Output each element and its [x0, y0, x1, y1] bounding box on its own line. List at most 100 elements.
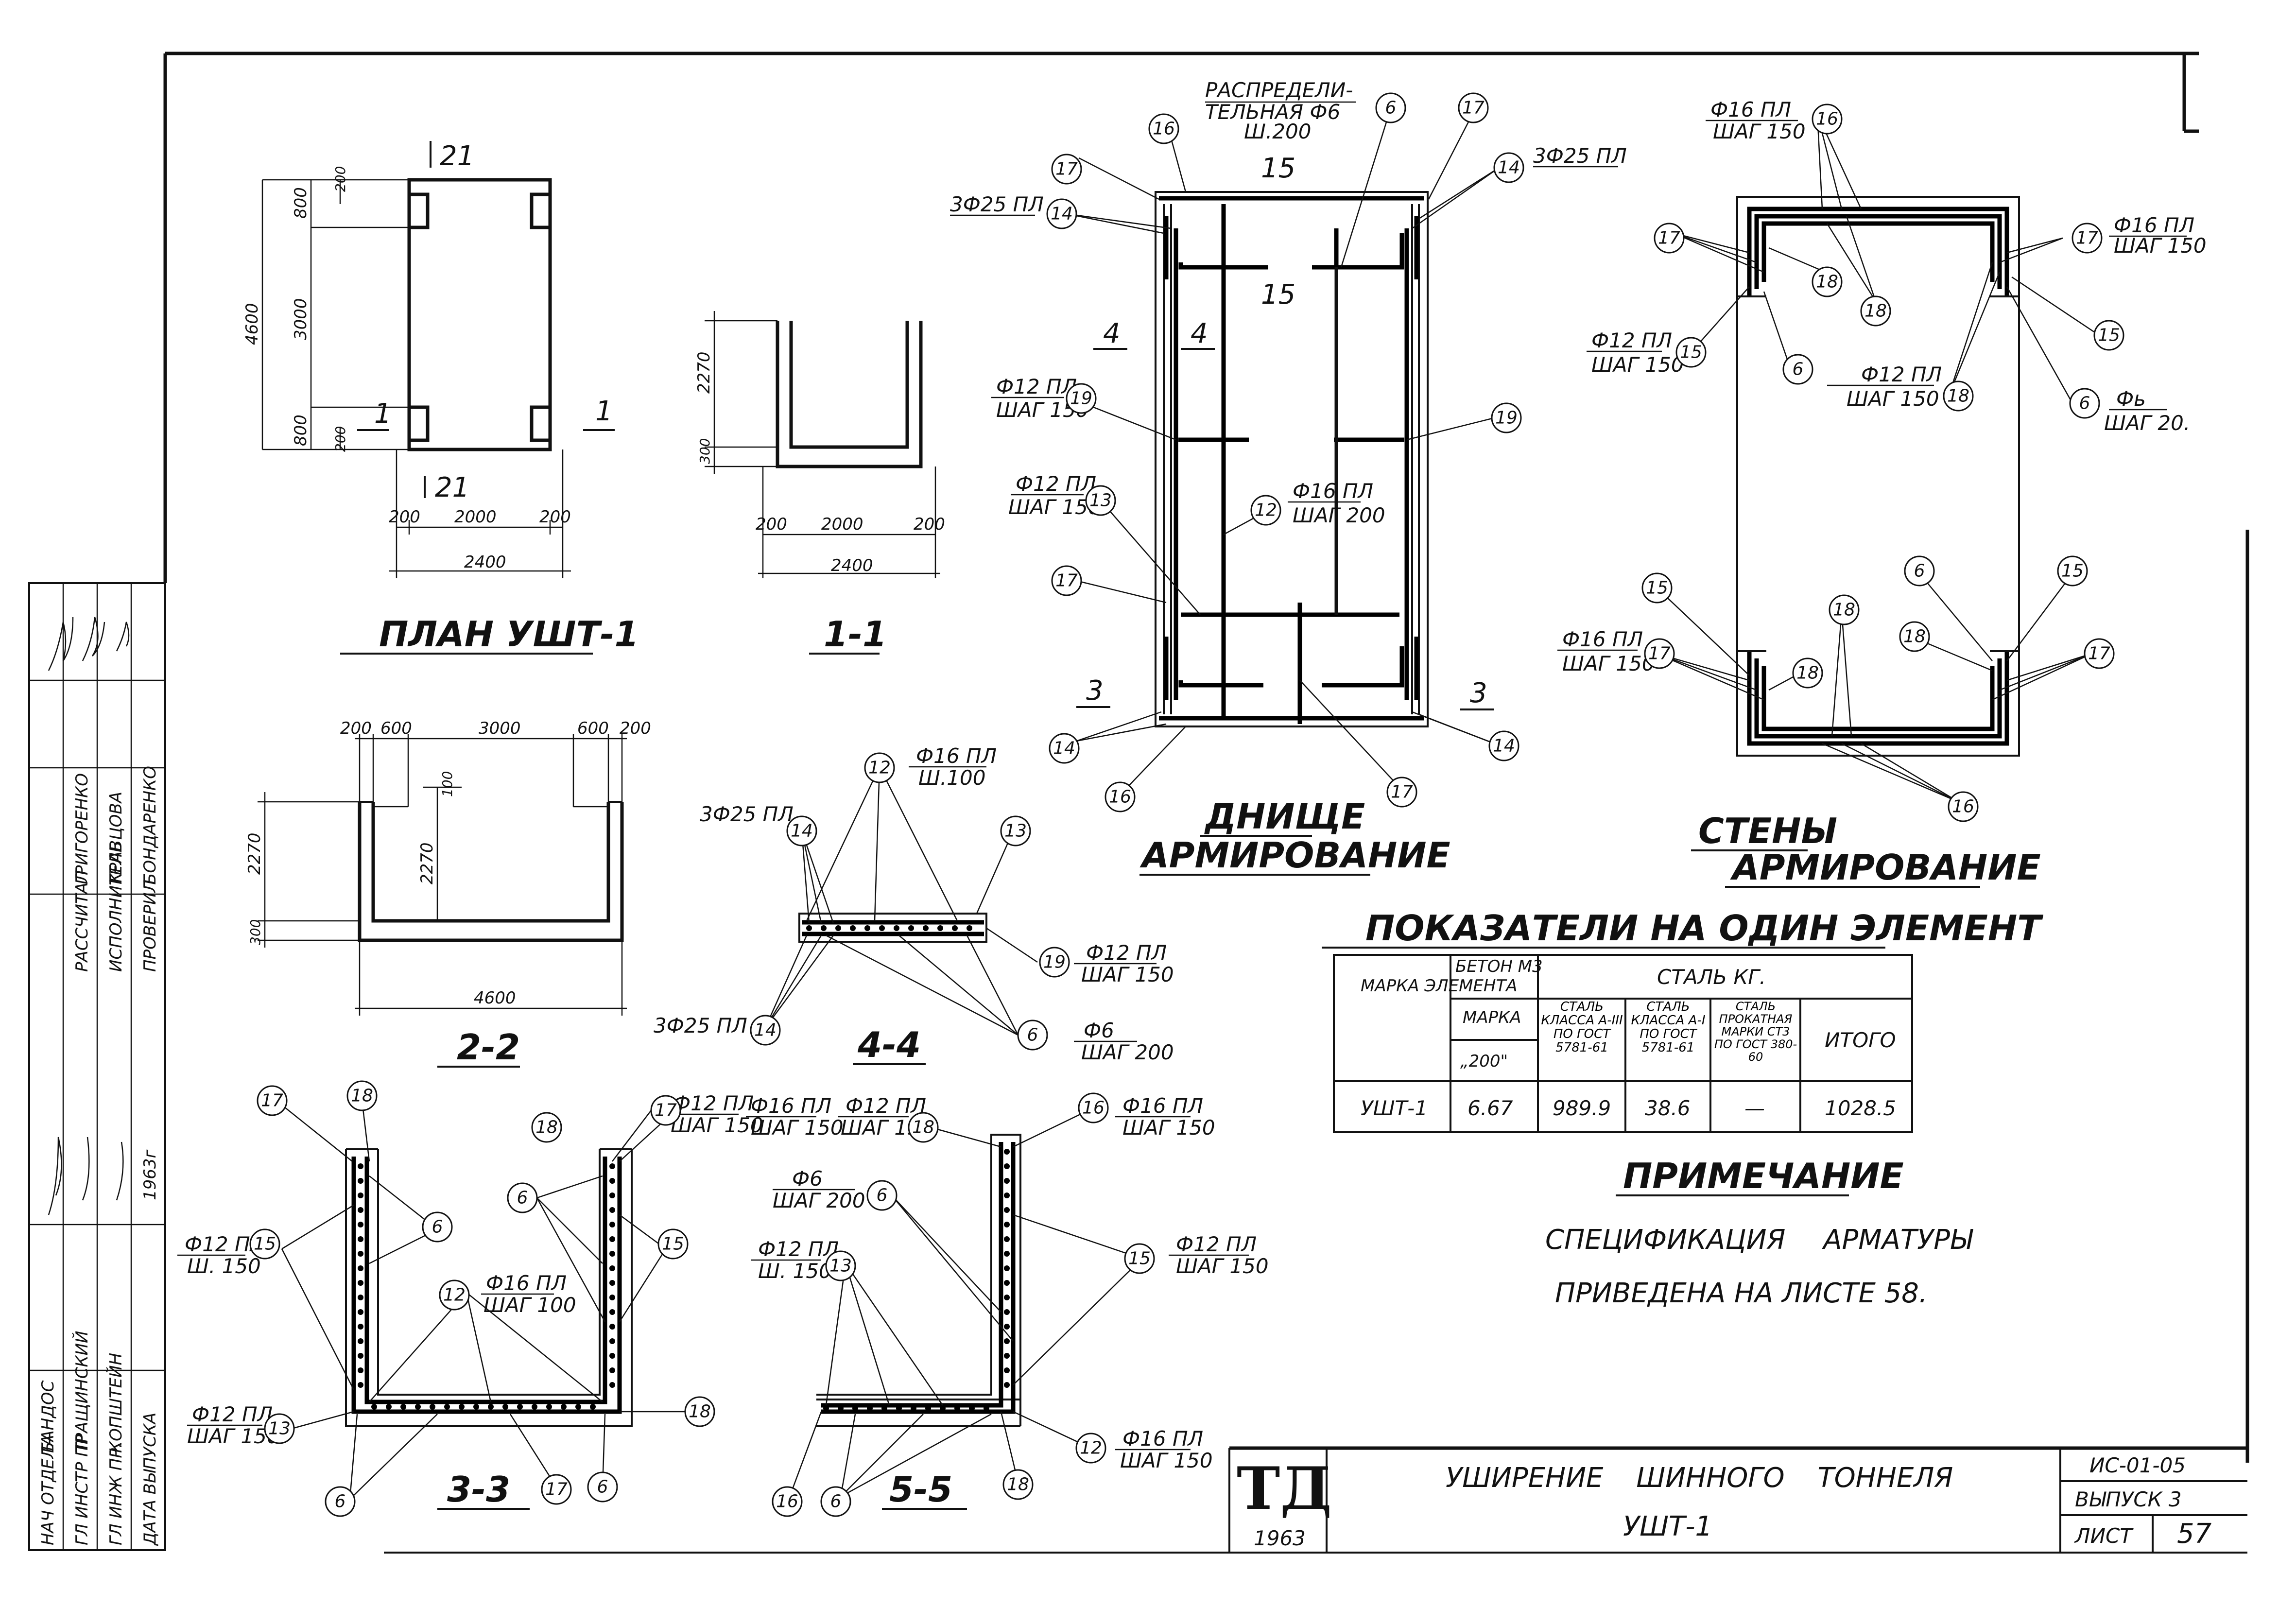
callout-number: 17	[1391, 782, 1413, 802]
callout-number: 18	[912, 1118, 934, 1138]
callout-number: 12	[1080, 1438, 1102, 1458]
callout-18: 18	[1899, 621, 1930, 652]
rebar-dot	[609, 1178, 615, 1184]
callout-number: 18	[1833, 600, 1855, 620]
walls-label-step-right2: ШАГ 20.	[2104, 411, 2190, 435]
walls-label-step-right: ШАГ 150	[2114, 234, 2207, 258]
rebar-dot	[1004, 1207, 1010, 1213]
callout-17: 17	[650, 1095, 681, 1126]
signature-5	[82, 1137, 90, 1201]
rebar-dot	[430, 1404, 435, 1410]
s55-label-f6: Ф6	[792, 1167, 823, 1191]
rebar-dot	[609, 1280, 615, 1286]
callout-15: 15	[2057, 555, 2088, 587]
callout-14: 14	[1049, 733, 1080, 764]
rebar-dot	[1004, 1192, 1010, 1198]
callout-6: 6	[2069, 388, 2100, 419]
callout-number: 6	[830, 1492, 842, 1512]
stamp-name2-2: КРАВЦОВА	[106, 792, 126, 884]
callout-number: 6	[1385, 98, 1397, 118]
callout-number: 15	[2098, 326, 2120, 346]
plan-dim-2000: 2000	[454, 507, 497, 527]
callout-number: 16	[1816, 109, 1838, 129]
s33-label-f16-mid: Ф16 ПЛ	[486, 1271, 567, 1295]
callout-number: 13	[829, 1256, 852, 1276]
callout-6: 6	[1782, 354, 1813, 385]
rebar-dot	[867, 1405, 873, 1411]
s11-dim-200-left: 200	[756, 515, 787, 534]
rebar-dot	[358, 1367, 363, 1373]
stamp-role-2: ГЛ ИНСТР ПР	[72, 1434, 92, 1545]
callout-6: 6	[866, 1180, 898, 1211]
callout-14: 14	[1493, 152, 1524, 183]
rebar-dot	[358, 1163, 363, 1169]
rebar-dot	[590, 1404, 596, 1410]
callout-number: 13	[1004, 821, 1027, 841]
rebar-dot	[896, 1405, 902, 1411]
indicators-title: ПОКАЗАТЕЛИ НА ОДИН ЭЛЕМЕНТ	[1365, 908, 2043, 949]
section-4-4: Ф16 ПЛ Ш.100 3Ф25 ПЛ 3Ф25 ПЛ Ф12 ПЛ ШАГ …	[654, 744, 1174, 1065]
s11-dim-2000: 2000	[821, 515, 863, 534]
stamp-role-3: ГЛ ИНЖ ПР.	[106, 1443, 126, 1545]
rebar-dot	[358, 1265, 363, 1271]
s22-dim-100: 100	[439, 771, 455, 797]
callout-6: 6	[1017, 1019, 1048, 1051]
s22-dim-600-a: 600	[380, 719, 412, 738]
callout-number: 19	[1043, 952, 1066, 972]
s55-label-f12-left: Ф12 ПЛ	[758, 1237, 839, 1261]
stamp-name2-3: БОНДАРЕНКО	[140, 766, 160, 884]
callout-6: 6	[820, 1486, 851, 1517]
plan-dim-800-bottom: 800	[291, 415, 311, 446]
callout-15: 15	[1641, 572, 1673, 604]
rebar-dot	[952, 925, 958, 931]
plan-dim-4600: 4600	[242, 303, 262, 345]
callout-number: 18	[689, 1402, 711, 1422]
s55-label-step-f6: ШАГ 200	[773, 1189, 865, 1212]
rebar-dot	[823, 1405, 829, 1411]
tb-issue: ВЫПУСК 3	[2075, 1487, 2182, 1511]
callout-number: 17	[2088, 644, 2110, 664]
rebar-dot	[358, 1222, 363, 1227]
walls-label-f-right: Фь	[2116, 387, 2146, 411]
table-header-mark: МАРКА ЭЛЕМЕНТА	[1361, 976, 1518, 996]
s55-label-f16-bottom: Ф16 ПЛ	[1122, 1427, 1203, 1451]
section-2-2: 200 600 3000 600 200 2270 2270 100 300 4…	[245, 719, 651, 1068]
stamp-name-2: ТРАЩИНСКИЙ	[72, 1331, 92, 1453]
callout-number: 15	[2061, 561, 2084, 581]
callout-16: 16	[772, 1486, 803, 1517]
callout-18: 18	[346, 1080, 378, 1111]
callout-13: 13	[264, 1413, 295, 1444]
rebar-dot	[1004, 1324, 1010, 1330]
rebar-dot	[850, 925, 856, 931]
table-header-st3: СТАЛЬ ПРОКАТНАЯ МАРКИ СТ3 ПО ГОСТ 380-60	[1714, 1000, 1797, 1064]
bottom-label-3f25-right: 3Ф25 ПЛ	[1533, 144, 1627, 168]
callout-17: 17	[1051, 565, 1082, 596]
s44-label-3f25-top: 3Ф25 ПЛ	[700, 802, 794, 826]
callout-number: 6	[517, 1188, 528, 1208]
rebar-dot	[609, 1382, 615, 1388]
s55-label-f12-right: Ф12 ПЛ	[1176, 1232, 1257, 1256]
note-line-2: ПРИВЕДЕНА НА ЛИСТЕ 58.	[1555, 1278, 1928, 1309]
tb-year: 1963	[1254, 1526, 1306, 1550]
callout-number: 17	[1648, 644, 1671, 664]
rebar-dot	[1004, 1265, 1010, 1271]
rebar-dot	[502, 1404, 508, 1410]
rebar-dot	[911, 1405, 916, 1411]
callout-number: 12	[443, 1285, 466, 1305]
callout-number: 17	[1055, 571, 1078, 591]
rebar-dot	[609, 1207, 615, 1213]
s55-label-step-f16-top: ШАГ 150	[1122, 1116, 1215, 1140]
callout-18: 18	[1812, 266, 1843, 297]
rebar-dot	[908, 925, 914, 931]
rebar-dot	[473, 1404, 479, 1410]
callout-13: 13	[825, 1250, 856, 1281]
plan-dim-200-right: 200	[539, 507, 571, 527]
plan-dim-3000: 3000	[291, 298, 311, 340]
callout-12: 12	[439, 1279, 470, 1311]
callout-17: 17	[1654, 223, 1685, 254]
walls-label-f12-center: Ф12 ПЛ	[1861, 363, 1942, 386]
callout-number: 12	[1255, 501, 1277, 520]
bottom-label-f12-b: Ф12 ПЛ	[1016, 472, 1096, 496]
table-cell-a3: 989.9	[1553, 1096, 1611, 1120]
callout-number: 15	[1646, 578, 1668, 598]
